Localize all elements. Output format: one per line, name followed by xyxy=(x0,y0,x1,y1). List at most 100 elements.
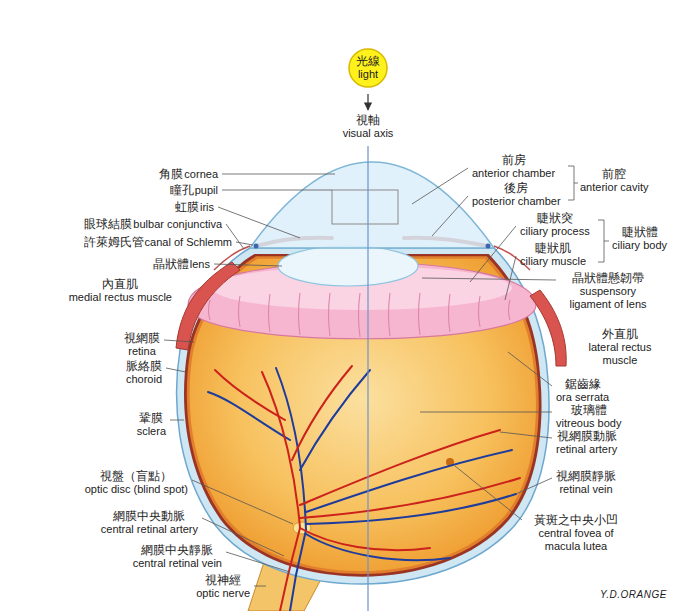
leader-line xyxy=(202,518,284,556)
leader-line xyxy=(505,256,516,300)
part-name-en: central retinal artery xyxy=(101,523,198,536)
leader-line xyxy=(236,242,253,245)
part-name-en: ciliary muscle xyxy=(520,255,586,268)
label-group: 網膜中央靜脈central retinal vein xyxy=(133,544,222,570)
leader-line xyxy=(254,586,266,587)
lateral-rectus-muscle xyxy=(530,290,566,366)
part-name-en: bulbar conjunctiva xyxy=(133,218,222,231)
canal-of-schlemm xyxy=(254,244,259,249)
leader-line xyxy=(222,174,335,175)
part-name-en: cornea xyxy=(184,168,218,181)
retinal-vein xyxy=(208,368,516,611)
part-name-zh: 睫狀肌 xyxy=(520,242,586,255)
part-name-zh: 虹膜 xyxy=(175,201,199,214)
part-name-zh: 鞏膜 xyxy=(137,412,166,425)
part-name-en: suspensory ligament of lens xyxy=(560,285,656,311)
watermark: Y.D.ORANGE xyxy=(600,588,667,601)
label-group: 虹膜iris xyxy=(175,201,214,214)
part-name-en: retina xyxy=(124,345,160,358)
part-name-en: iris xyxy=(200,201,214,214)
part-name-zh: 視神經 xyxy=(196,574,250,587)
part-name-en: posterior chamber xyxy=(472,195,561,208)
part-name-zh: 視盤（盲點） xyxy=(85,470,188,483)
label-group: 視神經optic nerve xyxy=(196,574,250,600)
canal-of-schlemm xyxy=(486,244,491,249)
retinal-vein xyxy=(300,370,370,470)
part-name-zh: 網膜中央動脈 xyxy=(101,510,198,523)
part-name-en: ciliary body xyxy=(612,239,667,252)
leader-line xyxy=(192,480,293,524)
leader-line xyxy=(508,352,552,386)
bracket xyxy=(568,166,609,262)
part-name-en: central retinal vein xyxy=(133,557,222,570)
bracket xyxy=(598,220,609,262)
retinal-vein xyxy=(306,450,512,512)
part-name-zh: 角膜 xyxy=(159,168,183,181)
leader-line xyxy=(214,264,282,266)
part-name-zh: 鋸齒緣 xyxy=(556,378,609,391)
label-group: 鋸齒緣ora serrata xyxy=(556,378,609,404)
leader-line xyxy=(470,226,516,282)
label-group: 網膜中央動脈central retinal artery xyxy=(101,510,198,536)
label-group: 外直肌lateral rectus muscle xyxy=(574,328,666,367)
retinal-artery xyxy=(262,372,300,528)
part-name-zh: 內直肌 xyxy=(69,278,172,291)
light-source-circle: 光線light xyxy=(348,48,388,88)
label-group: 角膜cornea xyxy=(159,168,218,181)
ciliary-folds xyxy=(209,293,511,337)
part-name-zh: 睫狀體 xyxy=(612,226,667,239)
part-name-zh: 網膜中央靜脈 xyxy=(133,544,222,557)
part-name-zh: 晶狀體懸韌帶 xyxy=(560,272,656,285)
retina-layer xyxy=(187,256,539,574)
label-group: 睫狀體ciliary body xyxy=(612,226,667,252)
part-name-en: anterior cavity xyxy=(580,181,648,194)
label-group: 睫狀突ciliary process xyxy=(520,212,590,238)
part-name-zh: 視網膜 xyxy=(124,332,160,345)
part-name-zh: 晶狀體 xyxy=(153,258,189,271)
bracket xyxy=(568,166,578,200)
part-name-zh: 後房 xyxy=(472,182,561,195)
label-group: 黃斑之中央小凹central fovea of macula lutea xyxy=(526,514,626,553)
label-group: 視網膜靜脈retinal vein xyxy=(556,470,616,496)
retinal-artery xyxy=(300,478,520,518)
leader-line xyxy=(420,412,552,413)
node-label: 光線 xyxy=(348,55,388,68)
part-name-en: vitreous body xyxy=(556,417,621,430)
node-circle xyxy=(349,49,387,87)
label-group: 瞳孔pupil xyxy=(170,184,218,197)
part-name-en: ora serrata xyxy=(556,391,609,404)
part-name-en: central fovea of macula lutea xyxy=(526,527,626,553)
part-name-zh: 前房 xyxy=(472,154,555,167)
leader-line xyxy=(516,478,552,494)
label-group: 內直肌medial rectus muscle xyxy=(69,278,172,304)
label-group: 前房anterior chamber xyxy=(472,154,555,180)
part-name-en: medial rectus muscle xyxy=(69,291,172,304)
part-name-zh: 前腔 xyxy=(580,168,648,181)
label-group: 睫狀肌ciliary muscle xyxy=(520,242,586,268)
part-name-en: lateral rectus muscle xyxy=(574,341,666,367)
sclera xyxy=(177,248,549,584)
part-name-en: lens xyxy=(190,258,210,271)
retinal-artery xyxy=(215,370,285,420)
label-group: 視網膜動脈retinal artery xyxy=(556,430,617,456)
medial-rectus-muscle xyxy=(176,262,240,350)
label-group: 脈絡膜choroid xyxy=(126,360,162,386)
label-group: 眼球結膜bulbar conjunctiva xyxy=(84,218,222,231)
part-name-en: optic disc (blind spot) xyxy=(85,483,188,496)
part-name-zh: 黃斑之中央小凹 xyxy=(526,514,626,527)
part-name-zh: 視網膜靜脈 xyxy=(556,470,616,483)
part-name-zh: 視網膜動脈 xyxy=(556,430,617,443)
label-group: 視軸visual axis xyxy=(343,114,394,140)
retinal-vein xyxy=(276,368,306,530)
part-name-zh: 瞳孔 xyxy=(170,184,194,197)
retinal-artery xyxy=(300,430,500,505)
retinal-artery xyxy=(292,366,352,460)
label-group: 視網膜retina xyxy=(124,332,160,358)
leader-line xyxy=(164,340,194,342)
part-name-en: retinal artery xyxy=(556,443,617,456)
part-name-en: anterior chamber xyxy=(472,167,555,180)
label-group: 視盤（盲點）optic disc (blind spot) xyxy=(85,470,188,496)
leader-line xyxy=(170,420,184,421)
part-name-en: retinal vein xyxy=(556,483,616,496)
label-group: 許萊姆氏管canal of Schlemm xyxy=(84,236,232,249)
